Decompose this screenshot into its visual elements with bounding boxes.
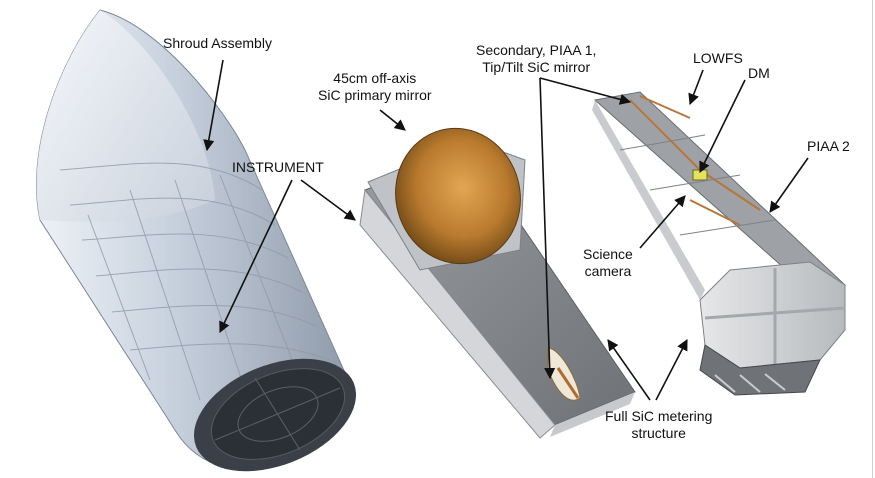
secondary-arrow-2 <box>539 77 632 105</box>
lowfs-arrow <box>688 69 704 106</box>
instrument-arrow <box>300 179 356 221</box>
primary-mirror-structure <box>359 127 636 439</box>
secondary-mirror-label: Secondary, PIAA 1, Tip/Tilt SiC mirror <box>476 42 596 76</box>
piaa2-arrow <box>769 157 809 213</box>
metering-structure-label-line1: Full SiC metering <box>605 408 713 424</box>
instrument-label: INSTRUMENT <box>232 159 324 175</box>
science-camera-label-line1: Science <box>583 246 633 262</box>
instrument-box <box>592 91 846 396</box>
metering-structure-label-line2: structure <box>631 425 686 441</box>
metering-arrow-1 <box>607 339 651 401</box>
dm-arrow <box>699 79 746 174</box>
piaa2-label: PIAA 2 <box>807 138 850 154</box>
lowfs-label: LOWFS <box>693 50 743 66</box>
science-camera-label: Science camera <box>583 246 633 280</box>
primary-mirror-label-line1: 45cm off-axis <box>333 70 417 86</box>
science-camera-label-line2: camera <box>584 263 632 279</box>
instrument-arrow-2 <box>219 179 293 334</box>
metering-structure-label: Full SiC metering structure <box>605 408 712 442</box>
primary-arrow <box>379 109 406 131</box>
shroud-assembly <box>36 9 357 472</box>
primary-mirror-label: 45cm off-axis SiC primary mirror <box>318 70 432 104</box>
science-arrow <box>639 195 686 249</box>
shroud-assembly-label: Shroud Assembly <box>163 35 272 51</box>
metering-arrow-2 <box>655 339 688 401</box>
secondary-arrow-1 <box>539 77 556 380</box>
annotation-arrows <box>203 59 809 401</box>
right-border <box>872 0 873 478</box>
shroud-arrow <box>203 59 224 152</box>
secondary-mirror-label-line1: Secondary, PIAA 1, <box>476 42 597 58</box>
secondary-mirror-label-line2: Tip/Tilt SiC mirror <box>482 59 591 75</box>
dm-label: DM <box>748 65 770 81</box>
primary-mirror-label-line2: SiC primary mirror <box>318 87 432 103</box>
